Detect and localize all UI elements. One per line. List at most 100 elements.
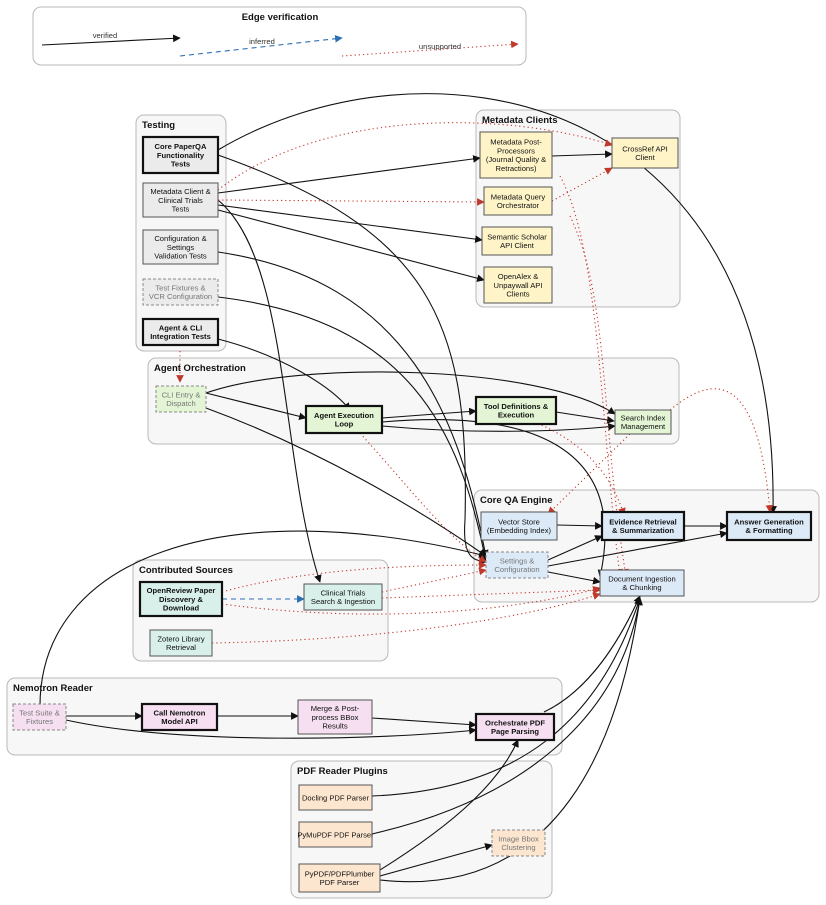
node-nemotron-test-suite: Test Suite &Fixtures	[12, 703, 67, 731]
node-tool-definitions-box	[474, 395, 558, 426]
edge-cli-to-search-index	[205, 371, 616, 415]
svg-text:Nemotron Reader: Nemotron Reader	[13, 683, 93, 694]
node-answer-generation-box	[725, 510, 813, 542]
node-metadata-client-tests-box	[142, 182, 219, 218]
edge-config-tests-to-settings	[217, 251, 489, 558]
node-agent-cli-tests-label: Integration Tests	[150, 332, 211, 341]
node-test-fixtures-label: VCR Configuration	[149, 292, 212, 301]
node-tool-definitions: Tool Definitions &Execution	[474, 395, 558, 426]
edge-core-tests-to-answer	[217, 93, 777, 514]
node-openalex-unpaywall-clients-box	[483, 266, 553, 304]
node-core-tests-box	[141, 135, 220, 175]
edge-nem-tests-to-settings	[39, 530, 487, 707]
node-crossref-client-box	[611, 137, 679, 169]
node-metadata-query-orchestrator-label: Orchestrator	[497, 201, 540, 210]
node-crossref-client-label: CrossRef API	[622, 144, 668, 153]
node-core-tests-label: Core PaperQA	[155, 142, 207, 151]
node-pymupdf-parser-label: PyMuPDF PDF Parser	[297, 830, 374, 839]
node-semantic-scholar-client-box	[481, 226, 553, 256]
node-evidence-retrieval: Evidence Retrieval& Summarization	[600, 510, 686, 542]
node-clinical-trials-ingestion-label: Clinical Trials	[321, 588, 366, 597]
edge-meta-tests-to-openalex	[217, 209, 485, 282]
node-nemotron-test-suite-label: Fixtures	[26, 717, 53, 726]
edge-search-index-to-answer	[669, 388, 774, 513]
node-openreview-discovery-label: OpenReview Paper	[147, 586, 216, 595]
edge-meta-tests-to-semantic	[217, 204, 483, 243]
node-document-ingestion: Document Ingestion& Chunking	[599, 569, 685, 597]
legend-inferred-line	[179, 34, 343, 57]
node-metadata-post-processors-label: (Journal Quality &	[486, 155, 546, 164]
node-agent-execution-loop-label: Loop	[335, 420, 354, 429]
edge-fixtures-to-settings	[217, 296, 489, 563]
node-metadata-query-orchestrator-label: Metadata Query	[491, 192, 546, 201]
node-agent-cli-tests-label: Agent & CLI	[159, 323, 202, 332]
node-openalex-unpaywall-clients-label: Unpaywall API	[494, 281, 543, 290]
node-call-nemotron-api-label: Call Nemotron	[154, 708, 206, 717]
legend-title: Edge verification	[242, 12, 319, 23]
node-search-index-management-box	[614, 409, 672, 435]
edge-settings-to-answer	[547, 530, 728, 567]
edge-pypdf-to-doc-ingest	[379, 597, 643, 883]
edge-openreview-to-doc-ingest	[221, 586, 601, 615]
edge-pymupdf-to-doc-ingest	[371, 597, 643, 835]
node-openalex-unpaywall-clients-label: OpenAlex &	[498, 272, 539, 281]
node-answer-generation-label: Answer Generation	[734, 517, 804, 526]
node-pymupdf-parser-box	[298, 821, 373, 848]
node-pypdf-pdfplumber-parser-label: PDF Parser	[320, 878, 360, 887]
edge-pypdf-to-image-bbox	[379, 843, 493, 877]
node-agent-execution-loop-label: Agent Execution	[314, 411, 374, 420]
node-document-ingestion-label: Document Ingestion	[608, 574, 676, 583]
edge-settings-to-doc-ingest	[547, 571, 601, 585]
edge-meta-query-to-doc-ingest	[569, 215, 629, 577]
node-settings-configuration: Settings &Configuration	[485, 551, 549, 579]
node-merge-bbox-results-box	[297, 699, 373, 735]
node-semantic-scholar-client-label: Semantic Scholar	[487, 232, 547, 241]
node-call-nemotron-api-label: Model API	[161, 717, 197, 726]
legend-verified-line	[41, 34, 181, 46]
node-docling-parser-box	[298, 784, 373, 811]
node-test-fixtures: Test Fixtures &VCR Configuration	[142, 278, 219, 306]
node-answer-generation: Answer Generation& Formatting	[725, 510, 813, 542]
node-settings-configuration-label: Configuration	[494, 565, 539, 574]
svg-text:PDF Reader Plugins: PDF Reader Plugins	[297, 766, 388, 777]
edge-nem-tests-to-orchestrate	[65, 719, 477, 739]
edge-cli-to-loop	[205, 392, 307, 421]
node-cli-entry-box	[155, 385, 207, 413]
node-evidence-retrieval-box	[600, 510, 686, 542]
node-nemotron-test-suite-box	[12, 703, 67, 731]
node-test-fixtures-label: Test Fixtures &	[155, 283, 205, 292]
svg-text:Contributed Sources: Contributed Sources	[139, 565, 233, 576]
svg-text:Core QA Engine: Core QA Engine	[480, 495, 553, 506]
svg-text:Metadata Clients: Metadata Clients	[482, 115, 558, 126]
node-vector-store-label: Vector Store	[498, 517, 540, 526]
node-pypdf-pdfplumber-parser-label: PyPDF/PDFPlumber	[305, 869, 375, 878]
node-agent-execution-loop-box	[304, 404, 384, 435]
edge-agent-tests-to-loop	[217, 338, 351, 411]
edge-loop-to-settings	[359, 432, 487, 563]
edge-core-tests-to-settings	[217, 154, 487, 565]
edge-loop-to-tools	[381, 407, 477, 419]
edge-meta-post-to-crossref	[551, 150, 613, 159]
node-core-tests-label: Functionality	[157, 151, 205, 160]
node-nemotron-test-suite-label: Test Suite &	[19, 708, 60, 717]
node-cli-entry-label: Dispatch	[166, 399, 196, 408]
node-cli-entry-label: CLI Entry &	[162, 390, 201, 399]
node-crossref-client-label: Client	[635, 153, 655, 162]
node-pymupdf-parser: PyMuPDF PDF Parser	[297, 821, 374, 848]
node-docling-parser-label: Docling PDF Parser	[302, 793, 370, 802]
node-image-bbox-clustering-box	[491, 829, 546, 857]
